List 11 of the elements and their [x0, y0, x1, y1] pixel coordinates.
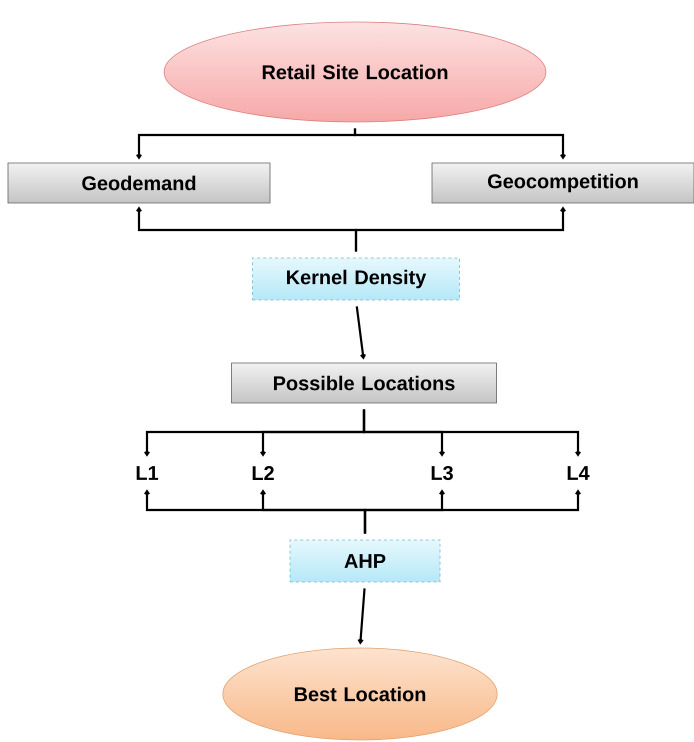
oval-node: Retail Site Location [164, 22, 546, 122]
location-label: L1 [136, 466, 158, 480]
location-label: L4 [568, 466, 590, 480]
method-box: AHP [290, 540, 440, 582]
oval-node: Best Location [222, 648, 498, 740]
process-box: Geocompetition [432, 162, 694, 204]
process-box: Geodemand [8, 162, 270, 204]
process-box: Possible Locations [231, 362, 497, 404]
method-box: Kernel Density [252, 258, 460, 300]
location-label: L3 [432, 466, 453, 480]
location-label: L2 [252, 466, 274, 480]
